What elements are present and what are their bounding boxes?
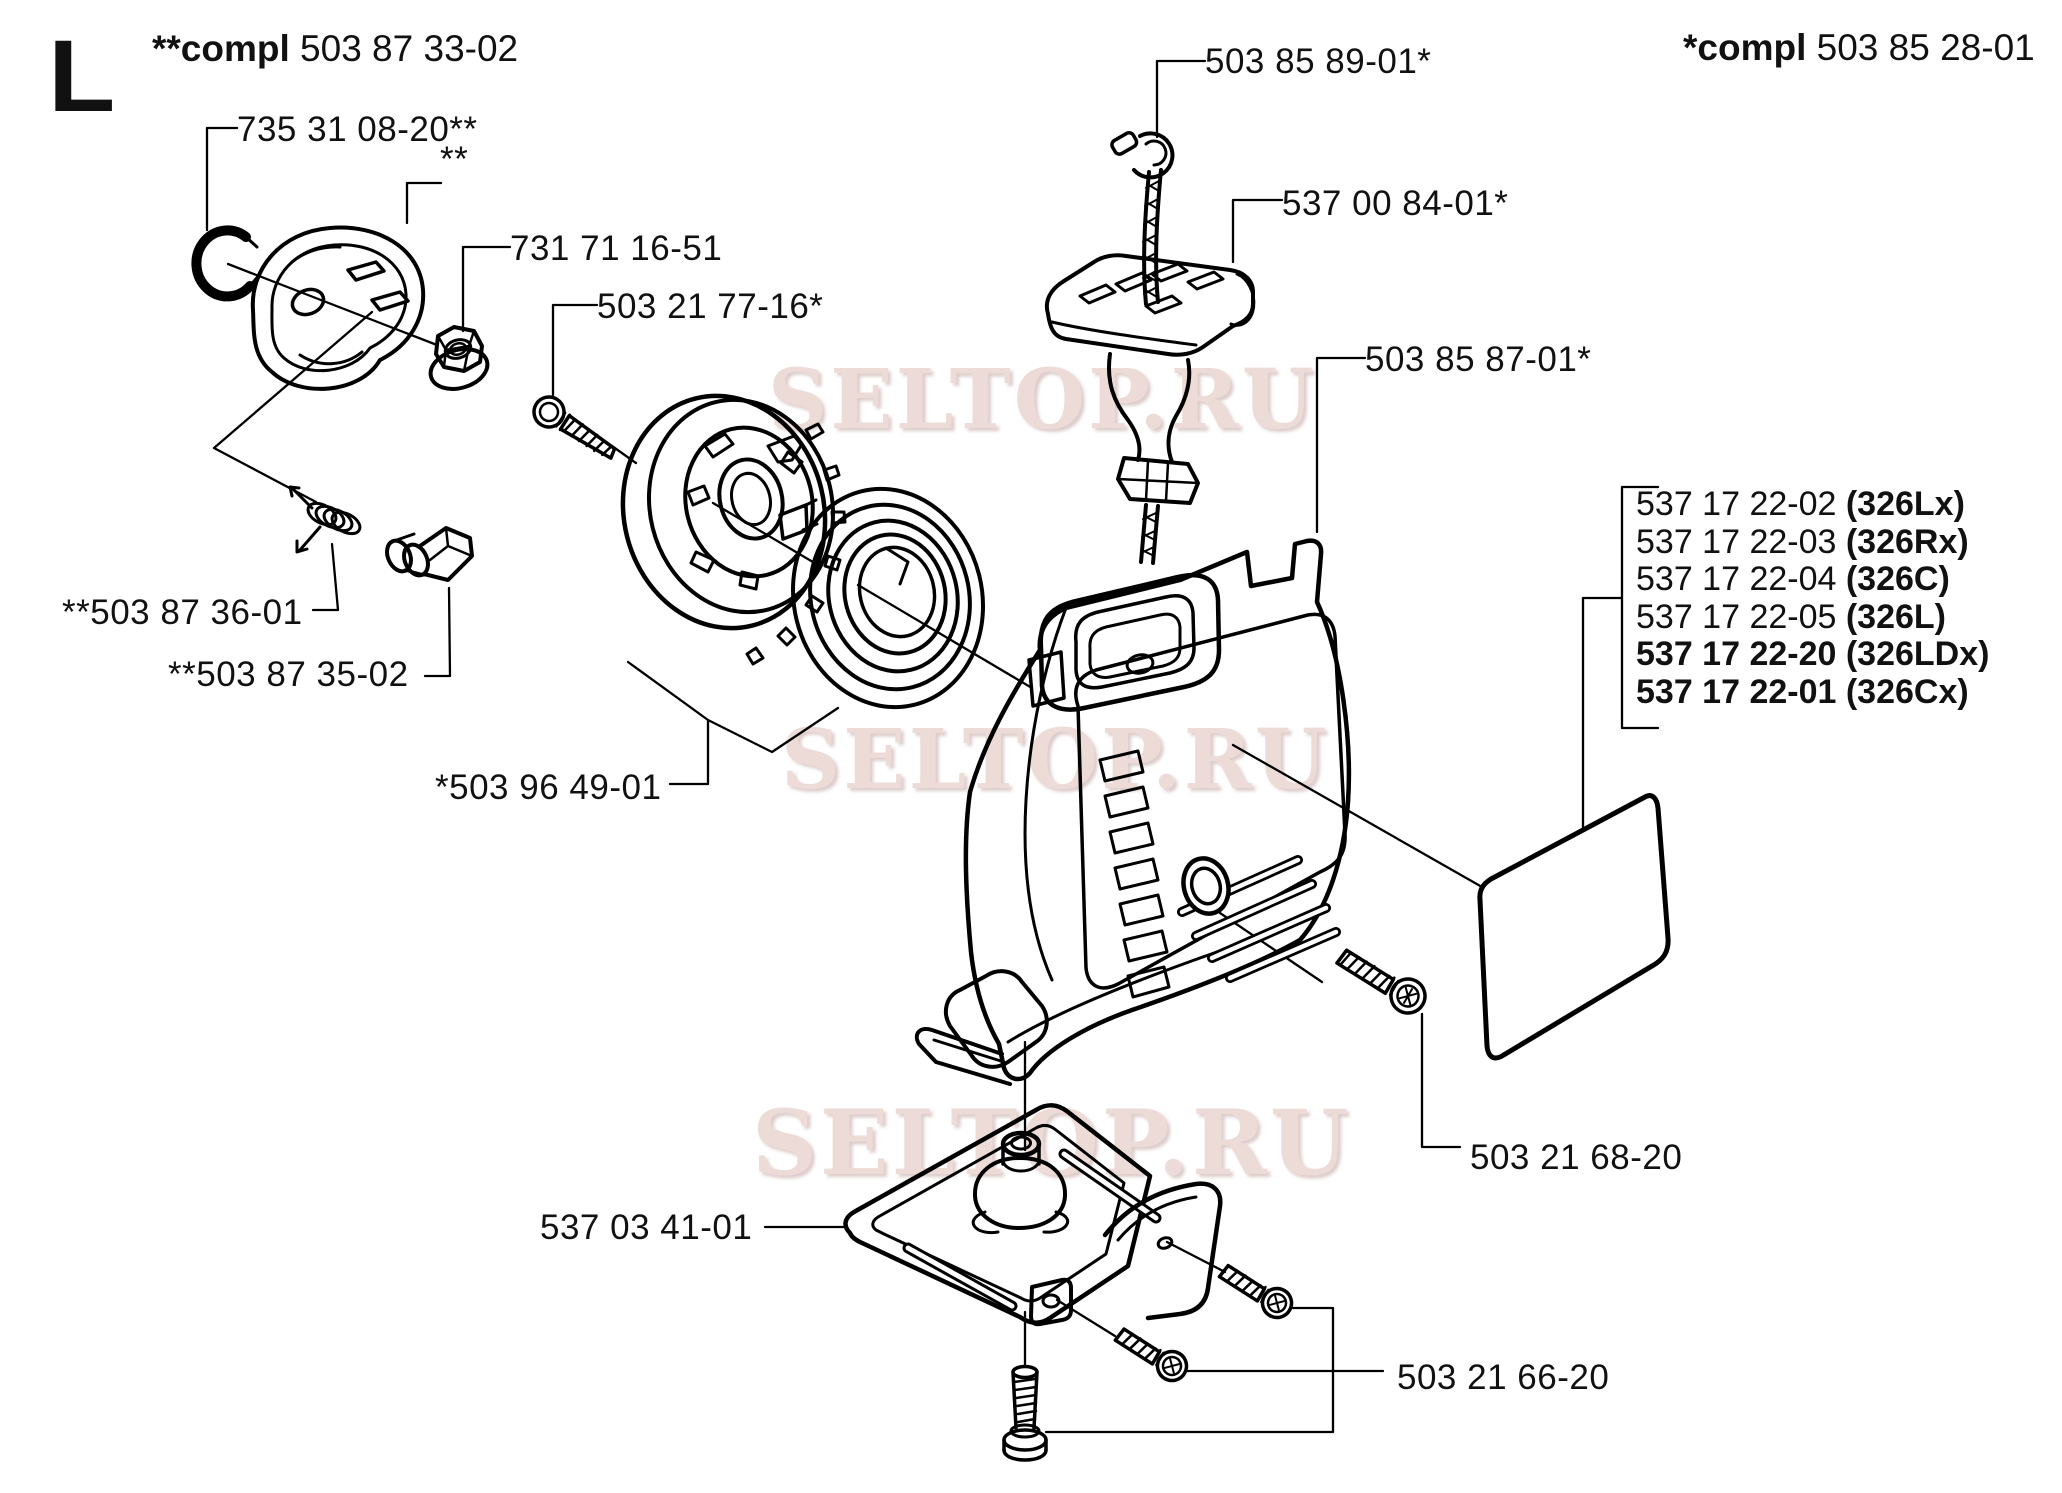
pulley-screw xyxy=(532,395,617,460)
decal-option-row: 537 17 22-05 (326L) xyxy=(1636,597,1989,637)
part-label-eclip: 735 31 08-20** xyxy=(237,110,478,149)
compl-prefix: **compl xyxy=(152,28,290,69)
decal-model: (326Cx) xyxy=(1845,672,1969,711)
plate-screw-bottom-right xyxy=(1113,1327,1189,1383)
complete-assembly-label-left: **compl 503 87 33-02 xyxy=(152,28,518,70)
part-label-rewind-spring: *503 96 49-01 xyxy=(435,768,662,807)
part-label-pawl: **503 87 35-02 xyxy=(168,655,409,694)
watermark-text: SELTOP.RU xyxy=(781,712,1330,808)
decal-model: (326L) xyxy=(1845,597,1946,636)
plate-screw-bottom xyxy=(1002,1364,1048,1462)
page-letter: L xyxy=(48,19,116,133)
decal-option-row: 537 17 22-01 (326Cx) xyxy=(1636,672,1989,712)
watermark-text: SELTOP.RU xyxy=(752,1090,1352,1196)
part-label-nut: 731 71 16-51 xyxy=(510,229,723,268)
decal-sheet xyxy=(1477,793,1671,1061)
decal-model: (326LDx) xyxy=(1845,635,1990,673)
compl-number: 503 87 33-02 xyxy=(300,28,519,69)
decal-option-row: 537 17 22-04 (326C) xyxy=(1636,560,1989,599)
decal-option-row: 537 17 22-02 (326Lx) xyxy=(1636,485,1989,524)
part-label-plate-screws: 503 21 66-20 xyxy=(1397,1358,1610,1397)
starter-handle-assembly xyxy=(1044,131,1256,565)
decal-part-number: 537 17 22-20 xyxy=(1636,635,1837,673)
part-label-housing: 503 85 87-01* xyxy=(1365,340,1592,379)
housing-screw xyxy=(1335,948,1427,1015)
part-label-pulley-screw: 503 21 77-16* xyxy=(597,287,824,326)
decal-part-number: 537 17 22-04 xyxy=(1636,560,1837,598)
watermark-text: SELTOP.RU xyxy=(768,352,1317,448)
decal-model: (326Rx) xyxy=(1845,522,1969,561)
compl-prefix: *compl xyxy=(1683,27,1807,68)
flange-nut xyxy=(428,325,490,391)
decal-model: (326C) xyxy=(1845,560,1950,598)
decal-option-row: 537 17 22-20 (326LDx) xyxy=(1636,635,1990,674)
part-label-handle: 537 00 84-01* xyxy=(1282,184,1509,223)
decal-option-row: 537 17 22-03 (326Rx) xyxy=(1636,522,1989,562)
axis-lines xyxy=(212,262,1484,1368)
part-label-pawl-spring: **503 87 36-01 xyxy=(62,593,303,632)
starter-pawl xyxy=(385,526,474,582)
starter-housing xyxy=(914,538,1352,1086)
rewind-spring xyxy=(778,486,986,710)
part-label-housing-screw: 503 21 68-20 xyxy=(1470,1138,1683,1177)
decal-part-number: 537 17 22-05 xyxy=(1636,597,1837,636)
part-label-guard-plate: 537 03 41-01 xyxy=(540,1208,753,1247)
decal-part-number-list: 537 17 22-02 (326Lx) 537 17 22-03 (326Rx… xyxy=(1636,485,1990,712)
starter-pulley xyxy=(620,393,847,666)
compl-number: 503 85 28-01 xyxy=(1816,27,2035,68)
complete-assembly-label-right: *compl 503 85 28-01 xyxy=(1683,27,2035,69)
pawl-cover xyxy=(250,225,426,391)
guard-plate xyxy=(843,1103,1223,1327)
decal-part-number: 537 17 22-02 xyxy=(1636,485,1837,523)
decal-part-number: 537 17 22-03 xyxy=(1636,522,1837,561)
pawl-spring xyxy=(288,485,362,554)
decal-part-number: 537 17 22-01 xyxy=(1636,672,1837,711)
plate-screw-right xyxy=(1217,1263,1294,1320)
decal-model: (326Lx) xyxy=(1845,485,1965,523)
leader-lines xyxy=(205,59,1660,1434)
part-label-cover-ref: ** xyxy=(440,140,469,179)
part-label-rope-knob: 503 85 89-01* xyxy=(1205,42,1432,81)
